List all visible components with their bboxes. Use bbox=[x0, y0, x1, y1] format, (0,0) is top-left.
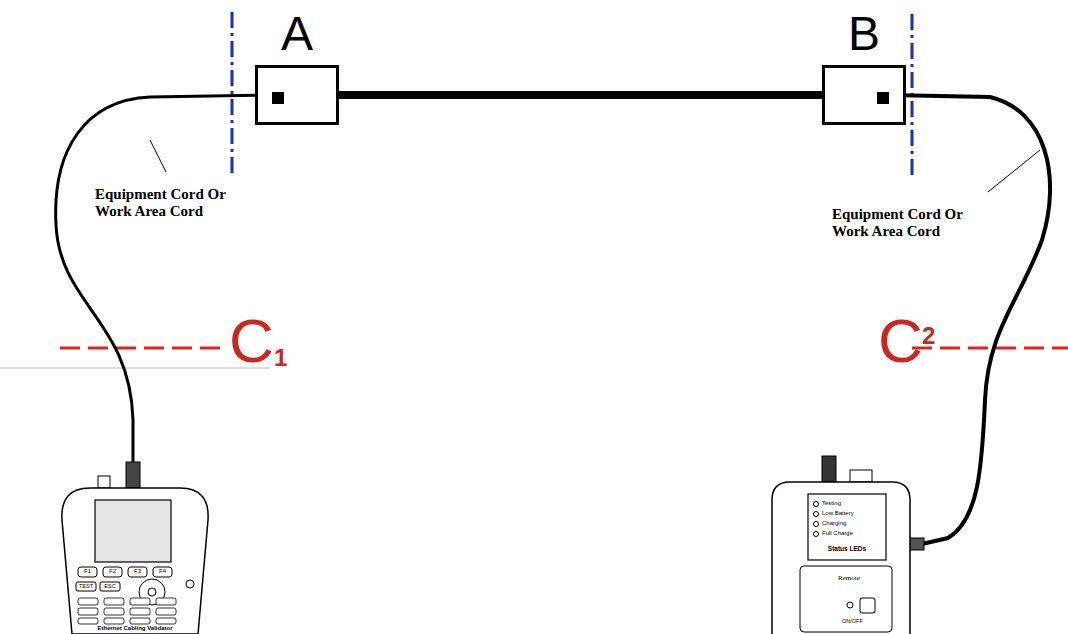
key-label: F1 bbox=[78, 568, 97, 575]
led-label: Testing bbox=[822, 500, 841, 507]
reference-letter: C bbox=[229, 310, 274, 372]
function-key bbox=[78, 567, 97, 577]
key-label: F4 bbox=[153, 568, 172, 575]
status-led bbox=[814, 532, 819, 537]
leader-line bbox=[150, 140, 166, 172]
remote-body bbox=[772, 482, 910, 634]
power-led bbox=[847, 602, 853, 608]
cord-label: Equipment Cord Or Work Area Cord bbox=[95, 186, 229, 221]
equipment-cord bbox=[56, 95, 272, 472]
remote-connector bbox=[822, 456, 836, 482]
nav-pad bbox=[148, 588, 156, 596]
tester-screen bbox=[95, 500, 171, 562]
tester-connector bbox=[98, 476, 110, 488]
remote-unit bbox=[772, 456, 924, 634]
status-led bbox=[814, 502, 819, 507]
tester-body bbox=[62, 488, 208, 634]
tester-connector bbox=[126, 462, 140, 488]
led-label: Full Charge bbox=[822, 530, 853, 537]
keypad bbox=[78, 598, 176, 624]
connection-box: B bbox=[822, 65, 906, 125]
box-letter: B bbox=[825, 10, 903, 58]
permanent-link bbox=[339, 91, 822, 99]
jack-port bbox=[877, 92, 889, 104]
status-panel bbox=[808, 494, 886, 560]
cord-label: Equipment Cord Or Work Area Cord bbox=[832, 206, 966, 241]
box-letter: A bbox=[258, 10, 336, 58]
status-led bbox=[814, 522, 819, 527]
key-label: ESC bbox=[100, 583, 120, 589]
key bbox=[100, 582, 120, 591]
lower-panel bbox=[800, 566, 892, 632]
power-button bbox=[860, 598, 875, 613]
status-led bbox=[814, 512, 819, 517]
cable-tester bbox=[62, 462, 208, 634]
key bbox=[76, 582, 96, 591]
key-label: F2 bbox=[103, 568, 122, 575]
connection-box: A bbox=[255, 65, 339, 125]
button-label: ON/OFF bbox=[842, 618, 863, 624]
remote-connector bbox=[850, 470, 872, 482]
function-key bbox=[128, 567, 147, 577]
function-key bbox=[103, 567, 122, 577]
key bbox=[186, 580, 194, 588]
reference-number: 2 bbox=[922, 322, 935, 350]
device-name: Ethernet Cabling Validator bbox=[70, 625, 200, 632]
led-label: Low Battery bbox=[822, 510, 854, 517]
unit-name: Remote bbox=[838, 574, 860, 582]
key-label: F3 bbox=[128, 568, 147, 575]
reference-line bbox=[912, 347, 1068, 350]
led-label: Charging bbox=[822, 520, 846, 527]
function-key bbox=[153, 567, 172, 577]
reference-letter: C bbox=[878, 310, 923, 372]
reference-line bbox=[60, 347, 228, 350]
key-label: TEST bbox=[76, 583, 96, 589]
reference-number: 1 bbox=[274, 344, 287, 372]
leader-line bbox=[988, 150, 1040, 192]
panel-title: Status LEDs bbox=[808, 545, 886, 552]
jack-port bbox=[272, 92, 284, 104]
